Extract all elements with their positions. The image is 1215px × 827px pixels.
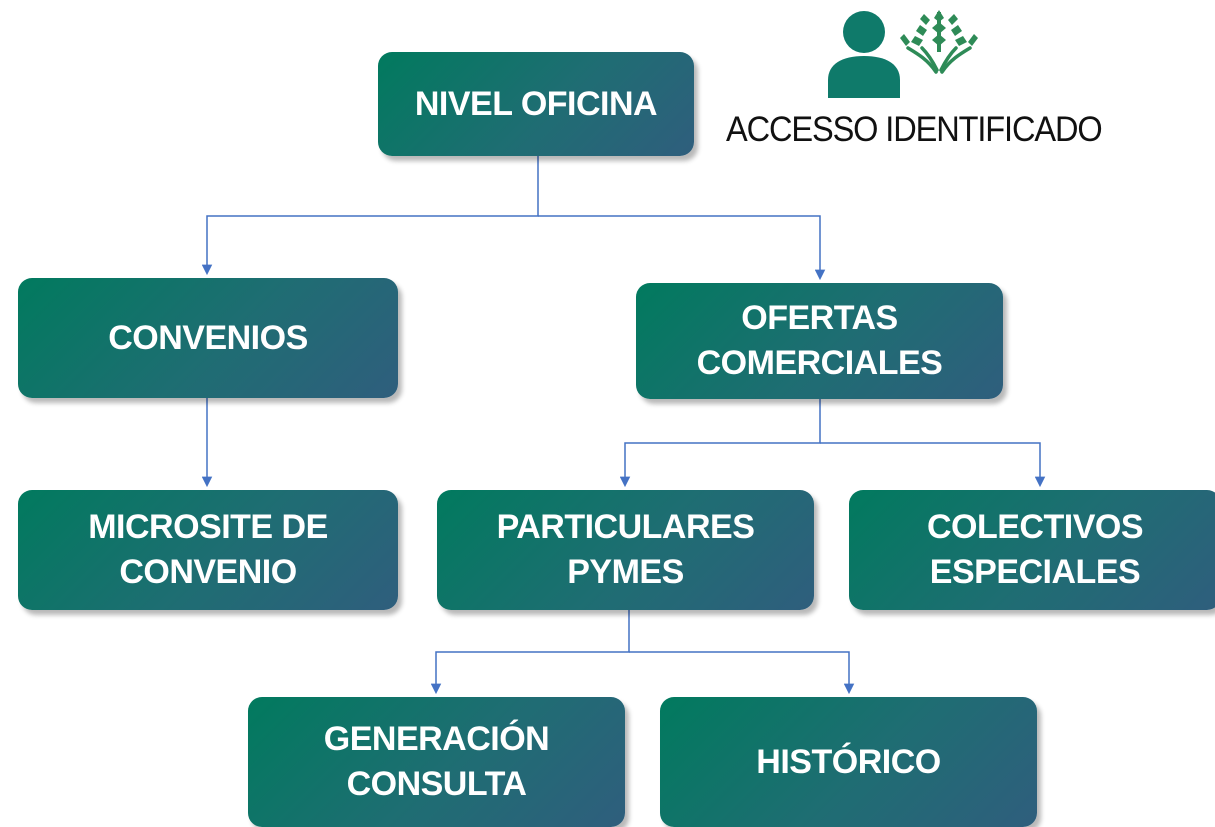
node-label-line: COMERCIALES: [696, 344, 943, 382]
connector-nivel-to-convenios: [201, 156, 539, 276]
node-label-line: NIVEL OFICINA: [414, 84, 658, 123]
node-label-line: OFERTAS: [741, 299, 898, 338]
node-colectivos-especiales: COLECTIVOS ESPECIALES: [849, 490, 1215, 610]
node-label-line: HISTÓRICO: [756, 742, 941, 781]
node-historico: HISTÓRICO: [660, 697, 1037, 827]
connector-ofertas-to-colectivos: [820, 442, 1046, 488]
connector-particulares-to-generacion: [430, 610, 630, 695]
node-convenios: CONVENIOS: [18, 278, 398, 398]
node-label-line: GENERACIÓN: [323, 720, 550, 759]
node-label-line: CONSULTA: [346, 765, 527, 803]
node-label-line: PYMES: [567, 553, 684, 591]
connector-ofertas-to-particulares: [619, 399, 821, 488]
wheat-logo-icon: [900, 10, 978, 74]
user-icon: [828, 11, 900, 98]
node-microsite-de-convenio: MICROSITE DE CONVENIO: [18, 490, 398, 610]
access-caption: ACCESSO IDENTIFICADO: [726, 110, 1103, 149]
node-label-line: MICROSITE DE: [88, 508, 328, 547]
node-nivel-oficina: NIVEL OFICINA: [378, 52, 694, 156]
node-label-line: PARTICULARES: [496, 508, 755, 547]
node-particulares-pymes: PARTICULARES PYMES: [437, 490, 814, 610]
node-label-line: COLECTIVOS: [926, 508, 1144, 547]
node-ofertas-comerciales: OFERTAS COMERCIALES: [636, 283, 1003, 399]
node-generacion-consulta: GENERACIÓN CONSULTA: [248, 697, 625, 827]
connector-nivel-to-ofertas: [538, 215, 826, 281]
node-label-line: CONVENIOS: [108, 318, 308, 357]
node-label-line: ESPECIALES: [929, 553, 1141, 591]
node-label-line: CONVENIO: [119, 553, 297, 591]
connector-particulares-to-historico: [629, 651, 855, 695]
